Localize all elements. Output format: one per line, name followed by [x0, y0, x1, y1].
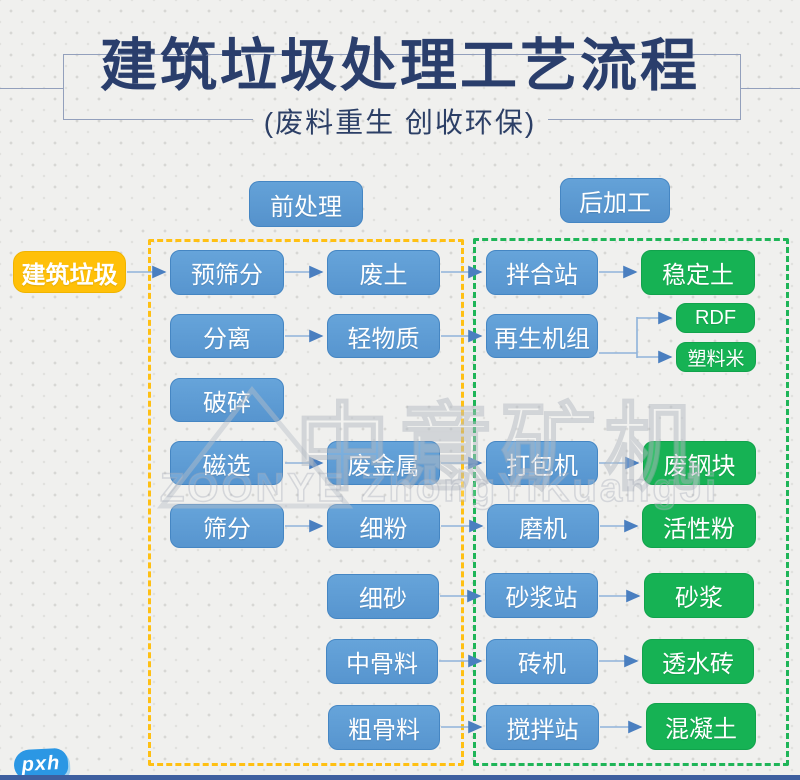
node-pre-screening: 预筛分	[170, 250, 284, 295]
node-magnetic-separation: 磁选	[170, 441, 283, 485]
bottom-border-bar	[0, 775, 800, 780]
node-coarse-aggregate: 粗骨料	[328, 705, 440, 750]
post-processing-group	[473, 238, 789, 766]
node-waste-soil: 废土	[327, 250, 440, 295]
node-rdf: RDF	[676, 303, 755, 333]
node-permeable-bricks: 透水砖	[642, 639, 754, 684]
label-post-processing: 后加工	[560, 178, 670, 223]
header-frame-top	[63, 54, 740, 55]
page-title: 建筑垃圾处理工艺流程	[100, 34, 700, 98]
node-mixing-station: 拌合站	[486, 250, 598, 295]
node-brick-machine: 砖机	[486, 639, 598, 684]
header-side-line-right	[740, 88, 800, 89]
node-medium-aggregate: 中骨料	[326, 639, 438, 684]
header-frame-left	[63, 54, 64, 120]
node-screening: 筛分	[170, 504, 284, 548]
header-frame-bottom-left-seg	[63, 119, 253, 120]
node-baler: 打包机	[486, 441, 598, 485]
node-mortar-station: 砂浆站	[485, 573, 598, 618]
node-crushing: 破碎	[170, 378, 284, 422]
pre-processing-group	[148, 239, 464, 766]
node-construction-waste: 建筑垃圾	[13, 251, 126, 293]
node-active-powder: 活性粉	[642, 504, 756, 548]
header-frame-right	[740, 54, 741, 120]
page-subtitle: (废料重生 创收环保)	[263, 107, 537, 138]
node-separation: 分离	[170, 314, 284, 358]
node-concrete: 混凝土	[646, 703, 756, 750]
node-fine-powder: 细粉	[327, 504, 440, 548]
header-side-line-left	[0, 88, 63, 89]
node-scrap-metal: 废金属	[327, 441, 440, 485]
header-frame-bottom-right-seg	[548, 119, 740, 120]
node-stabilized-soil: 稳定土	[641, 250, 755, 295]
node-light-materials: 轻物质	[327, 314, 440, 358]
node-fine-sand: 细砂	[327, 574, 439, 619]
label-pre-processing: 前处理	[249, 181, 363, 227]
node-stirring-station: 搅拌站	[486, 705, 599, 750]
node-mortar: 砂浆	[644, 573, 754, 618]
node-grinding-mill: 磨机	[487, 504, 599, 548]
node-regeneration-unit: 再生机组	[486, 314, 598, 358]
node-plastic-pellets: 塑料米	[676, 342, 756, 372]
node-scrap-steel-blocks: 废钢块	[643, 441, 756, 485]
